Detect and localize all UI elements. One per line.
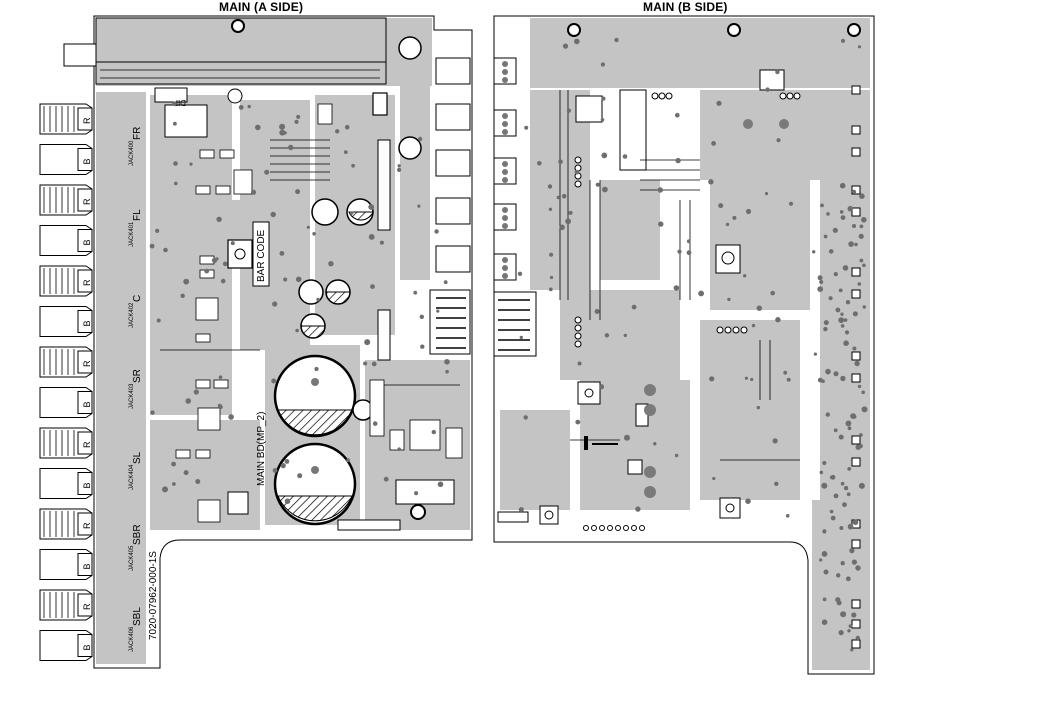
channel-label: SL bbox=[132, 451, 143, 464]
jack-letter: R bbox=[82, 117, 92, 124]
relay-box bbox=[164, 104, 208, 138]
rca-jack: R bbox=[39, 589, 93, 621]
jack-letter: R bbox=[82, 522, 92, 529]
channel-label: SBL bbox=[132, 607, 143, 626]
rca-jack: R bbox=[39, 103, 93, 135]
rca-jack: B bbox=[39, 306, 93, 337]
rca-jack: R bbox=[39, 346, 93, 378]
jack-letter: B bbox=[82, 644, 92, 650]
ic-right-upper bbox=[372, 92, 388, 116]
channel-label: SR bbox=[132, 369, 143, 383]
jack-id-label: JACK406 bbox=[129, 626, 135, 652]
pads-right-b bbox=[851, 85, 861, 649]
jack-id-label: JACK403 bbox=[129, 383, 135, 409]
bar-code-label: BAR CODE bbox=[256, 229, 267, 282]
reg-square bbox=[227, 491, 249, 515]
jack-letter: R bbox=[82, 198, 92, 205]
jack-letter: R bbox=[82, 603, 92, 610]
jack-id-label: JACK405 bbox=[129, 545, 135, 571]
rca-jack: B bbox=[39, 144, 93, 175]
jack-id-label: JACK401 bbox=[129, 221, 135, 247]
rca-jack: R bbox=[39, 184, 93, 216]
jack-letter: B bbox=[82, 563, 92, 569]
channel-label: SBR bbox=[132, 524, 143, 545]
pin-block-left-b bbox=[493, 291, 537, 357]
jack-id-label: JACK404 bbox=[129, 464, 135, 490]
dip-label: DIP bbox=[173, 98, 186, 107]
trace-bundle-a bbox=[100, 69, 460, 386]
channel-label: FL bbox=[132, 209, 143, 221]
connector-left-top bbox=[63, 43, 97, 67]
title-a-side: MAIN (A SIDE) bbox=[219, 0, 304, 14]
channel-labels: FR FL C SR SL SBR SBL bbox=[132, 127, 143, 626]
rca-jack-stack: R B R B R B R B R B R B R B bbox=[39, 103, 93, 661]
connectors-right-a bbox=[435, 57, 471, 273]
capacitor-large-1 bbox=[273, 354, 357, 438]
rca-jack: B bbox=[39, 225, 93, 256]
jack-letter: R bbox=[82, 279, 92, 286]
vias bbox=[149, 37, 868, 652]
rca-jack: B bbox=[39, 468, 93, 499]
jack-letter: R bbox=[82, 360, 92, 367]
part-number-label: 7020-07962-000-1S bbox=[148, 551, 159, 640]
mount-hole-a-top bbox=[231, 19, 245, 33]
jack-letter: B bbox=[82, 401, 92, 407]
bar-code-box bbox=[252, 221, 270, 287]
mount-hole-a bbox=[410, 504, 426, 520]
board-b-side bbox=[493, 15, 875, 675]
rca-jack: B bbox=[39, 630, 93, 661]
rca-jack: R bbox=[39, 265, 93, 297]
jack-letter: B bbox=[82, 482, 92, 488]
jack-letter: B bbox=[82, 239, 92, 245]
mount-hole-b bbox=[567, 23, 581, 37]
channel-label: FR bbox=[132, 127, 143, 140]
jack-id-label: JACK402 bbox=[129, 302, 135, 328]
rca-jack: B bbox=[39, 387, 93, 418]
board-name-label: MAIN BD(MP_2) bbox=[256, 412, 267, 486]
capacitor-large-2 bbox=[273, 442, 357, 526]
board-a-side: R B R B R B R B R B R B R B BAR CODE MAIN BD(MP_2) 70… bbox=[39, 15, 473, 669]
small-parts-a bbox=[175, 103, 463, 523]
jack-id-label: JACK400 bbox=[129, 140, 135, 166]
jack-letter: R bbox=[82, 441, 92, 448]
trace-bundle-b bbox=[559, 90, 800, 461]
jack-letter: B bbox=[82, 320, 92, 326]
rca-jack: R bbox=[39, 427, 93, 459]
title-b-side: MAIN (B SIDE) bbox=[643, 0, 728, 14]
jack-letter: B bbox=[82, 158, 92, 164]
rca-jack: B bbox=[39, 549, 93, 580]
ic-bottom-right bbox=[395, 479, 455, 505]
jack-id-labels: JACK400JACK401JACK402JACK403JACK404JACK4… bbox=[129, 140, 135, 652]
channel-label: C bbox=[132, 295, 143, 302]
rca-jack: R bbox=[39, 508, 93, 540]
pin-header-right-a bbox=[337, 139, 471, 531]
dip-block bbox=[154, 87, 188, 103]
